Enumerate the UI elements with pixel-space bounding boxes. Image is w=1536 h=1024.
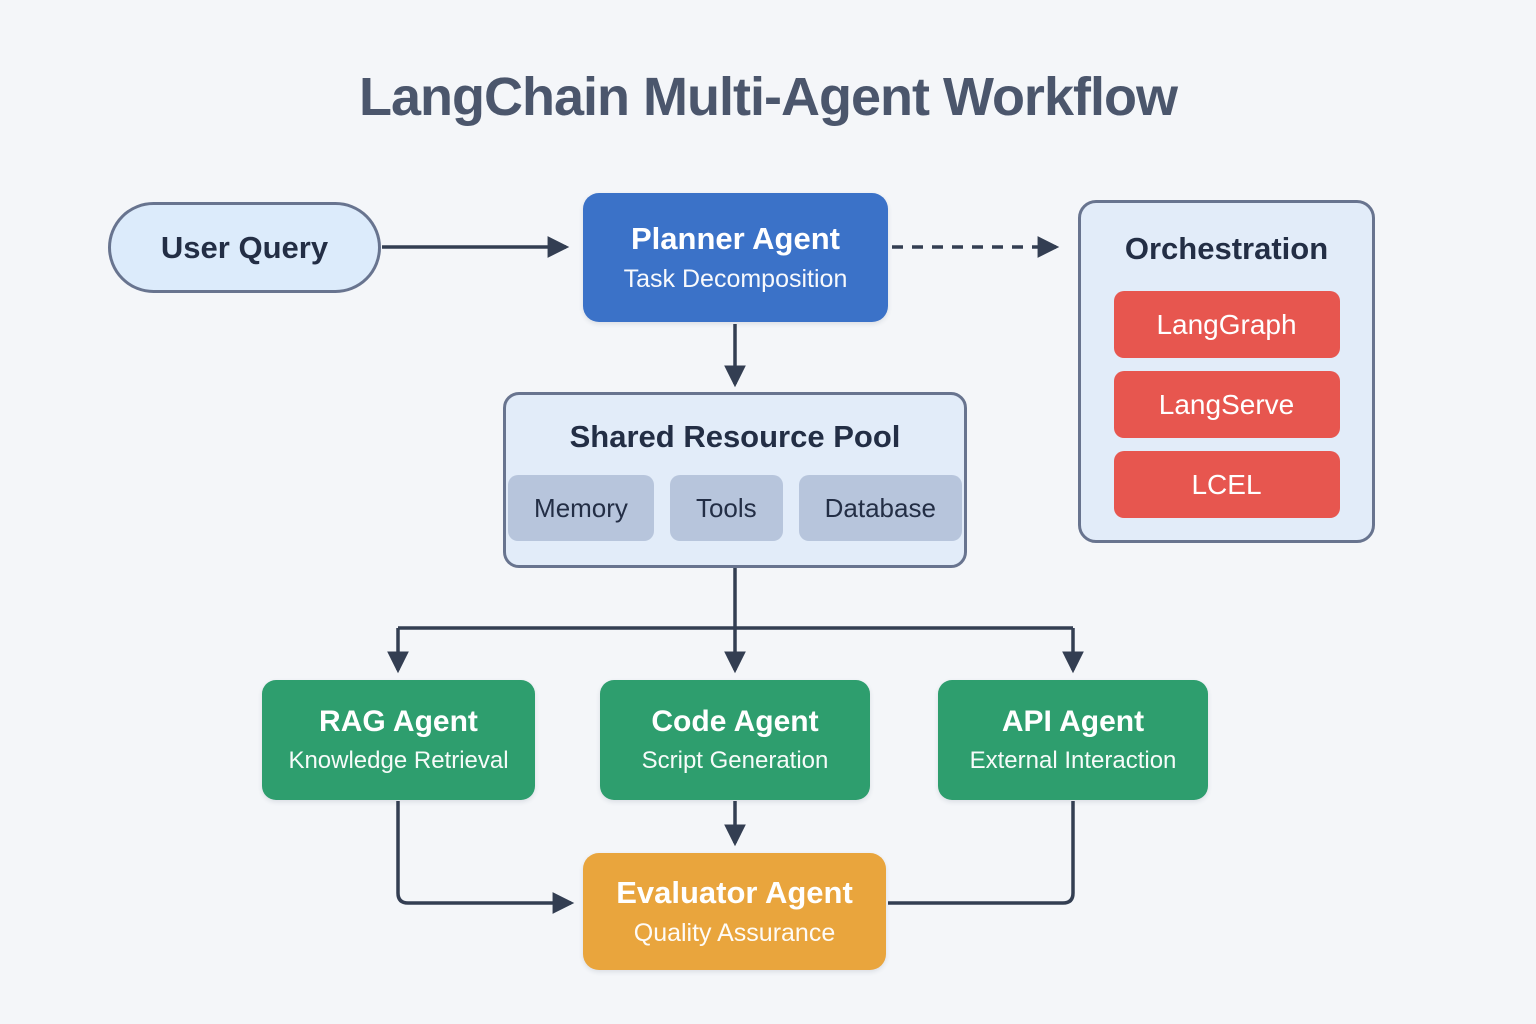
orchestration-item-langgraph: LangGraph [1113,291,1340,358]
resource-pool-chips: Memory Tools Database [508,475,962,541]
node-evaluator-agent: Evaluator Agent Quality Assurance [583,853,886,970]
api-agent-subtitle: External Interaction [969,747,1177,775]
pool-chip-database: Database [798,475,962,541]
planner-agent-subtitle: Task Decomposition [623,265,848,294]
orchestration-item-lcel: LCEL [1113,451,1340,518]
pool-chip-tools: Tools [669,475,783,541]
node-shared-resource-pool: Shared Resource Pool Memory Tools Databa… [503,392,967,568]
orchestration-item-label: LCEL [1191,468,1262,500]
orchestration-item-label: LangGraph [1156,308,1297,340]
evaluator-agent-title: Evaluator Agent [616,874,853,910]
node-orchestration: Orchestration LangGraph LangServe LCEL [1078,200,1375,543]
pool-chip-memory: Memory [508,475,654,541]
rag-agent-title: RAG Agent [319,704,478,738]
connector-api-to-evaluator [888,801,1075,905]
evaluator-agent-subtitle: Quality Assurance [633,919,836,948]
orchestration-title: Orchestration [1124,231,1329,266]
node-user-query: User Query [108,202,381,293]
code-agent-subtitle: Script Generation [641,747,829,775]
node-planner-agent: Planner Agent Task Decomposition [583,193,888,322]
node-api-agent: API Agent External Interaction [938,680,1208,800]
user-query-label: User Query [160,229,329,265]
resource-pool-title: Shared Resource Pool [569,419,901,454]
orchestration-item-label: LangServe [1158,388,1295,420]
connector-rag-to-evaluator [396,801,575,914]
planner-agent-title: Planner Agent [631,220,840,256]
node-code-agent: Code Agent Script Generation [600,680,870,800]
code-agent-title: Code Agent [651,704,819,738]
page-title: LangChain Multi-Agent Workflow [359,67,1178,127]
node-rag-agent: RAG Agent Knowledge Retrieval [262,680,535,800]
orchestration-item-langserve: LangServe [1113,371,1340,438]
api-agent-title: API Agent [1001,704,1145,738]
rag-agent-subtitle: Knowledge Retrieval [288,747,509,775]
